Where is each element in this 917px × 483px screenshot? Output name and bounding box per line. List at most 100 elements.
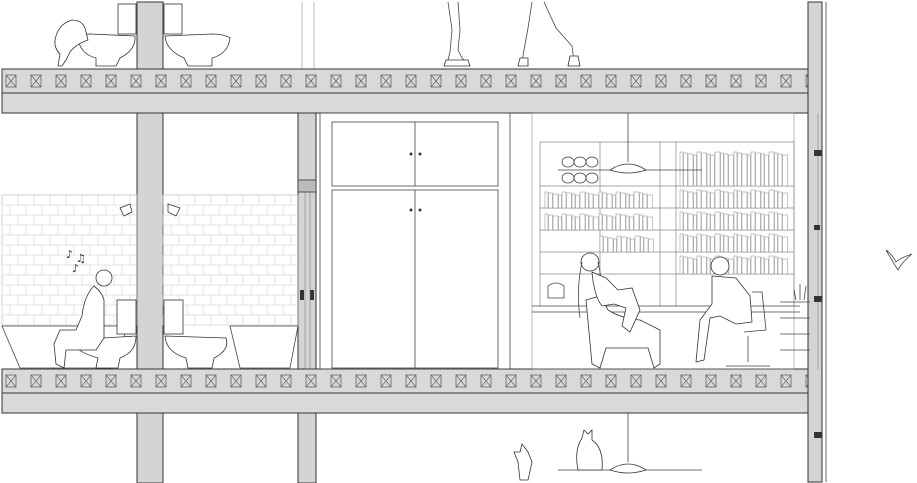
truss-cell [105, 374, 117, 388]
truss-cell [705, 74, 717, 88]
book [566, 214, 572, 231]
truss-cell [255, 74, 267, 88]
column-mid-center [297, 112, 317, 370]
book [602, 214, 607, 231]
truss-cell [280, 74, 292, 88]
book [606, 193, 613, 209]
book [728, 154, 734, 187]
book [714, 211, 721, 231]
book [710, 192, 715, 209]
book [585, 214, 589, 231]
wall-shelves [780, 284, 810, 351]
truss-cell [430, 374, 442, 388]
book [696, 189, 702, 209]
book [588, 215, 594, 231]
person-woman-armchair [578, 252, 661, 369]
book [575, 194, 580, 209]
book [642, 193, 648, 209]
office-chair [726, 291, 770, 367]
book [639, 214, 643, 231]
book [706, 257, 711, 275]
book [679, 211, 684, 231]
book [683, 190, 688, 209]
book [683, 256, 688, 275]
book [768, 151, 775, 187]
book [723, 191, 729, 209]
book [714, 233, 721, 253]
book [755, 152, 761, 187]
top-floor-legs [443, 1, 581, 67]
book [733, 151, 738, 187]
truss-cell [505, 374, 517, 388]
book [625, 215, 630, 231]
book [768, 255, 775, 275]
truss-cell [530, 374, 542, 388]
book [710, 214, 715, 231]
book [747, 192, 751, 209]
book [760, 213, 765, 231]
truss-cell [705, 374, 717, 388]
book [679, 233, 684, 253]
book [755, 256, 761, 275]
door-handle-right [310, 290, 314, 300]
book [774, 212, 778, 231]
truss-cell [730, 74, 742, 88]
column-top-left [136, 1, 164, 70]
book [774, 190, 778, 209]
book [782, 236, 788, 253]
book [768, 211, 775, 231]
lower-floor-slab [1, 368, 823, 414]
truss-cell [30, 74, 42, 88]
book [710, 236, 715, 253]
ceiling-fan-middle [558, 113, 702, 174]
book [755, 234, 761, 253]
book [768, 189, 775, 209]
book [696, 255, 702, 275]
truss-cell [355, 74, 367, 88]
book [723, 153, 729, 187]
woman-head [580, 252, 600, 272]
book [687, 257, 694, 275]
bathroom-tile-wall [1, 194, 299, 326]
toilet-bowl-mid-right [164, 335, 228, 369]
book [679, 255, 684, 275]
book [647, 194, 653, 209]
truss-cell [80, 374, 92, 388]
book [737, 152, 742, 187]
truss-cell [230, 74, 242, 88]
column-bottom-center [297, 412, 317, 483]
columns [136, 1, 823, 483]
book [764, 258, 769, 275]
book [706, 235, 711, 253]
book [750, 255, 756, 275]
truss-cell [130, 74, 142, 88]
truss-cell [455, 74, 467, 88]
truss-cell [180, 374, 192, 388]
book [579, 191, 586, 209]
wardrobe [319, 112, 511, 370]
book [728, 192, 734, 209]
book [777, 191, 783, 209]
man-head [710, 256, 730, 276]
book [737, 256, 742, 275]
truss-cell [530, 74, 542, 88]
person-singing [53, 269, 113, 369]
book [683, 152, 688, 187]
book [552, 193, 559, 209]
book [693, 258, 697, 275]
music-note-3: ♪ [72, 262, 79, 275]
book [760, 257, 765, 275]
facade-column [807, 1, 823, 483]
truss-cell [155, 374, 167, 388]
truss-cell [480, 74, 492, 88]
book [741, 213, 748, 231]
book [720, 234, 724, 253]
book [737, 190, 742, 209]
book [706, 153, 711, 187]
book [683, 234, 688, 253]
book [566, 192, 572, 209]
truss-cell [355, 374, 367, 388]
book [782, 154, 788, 187]
